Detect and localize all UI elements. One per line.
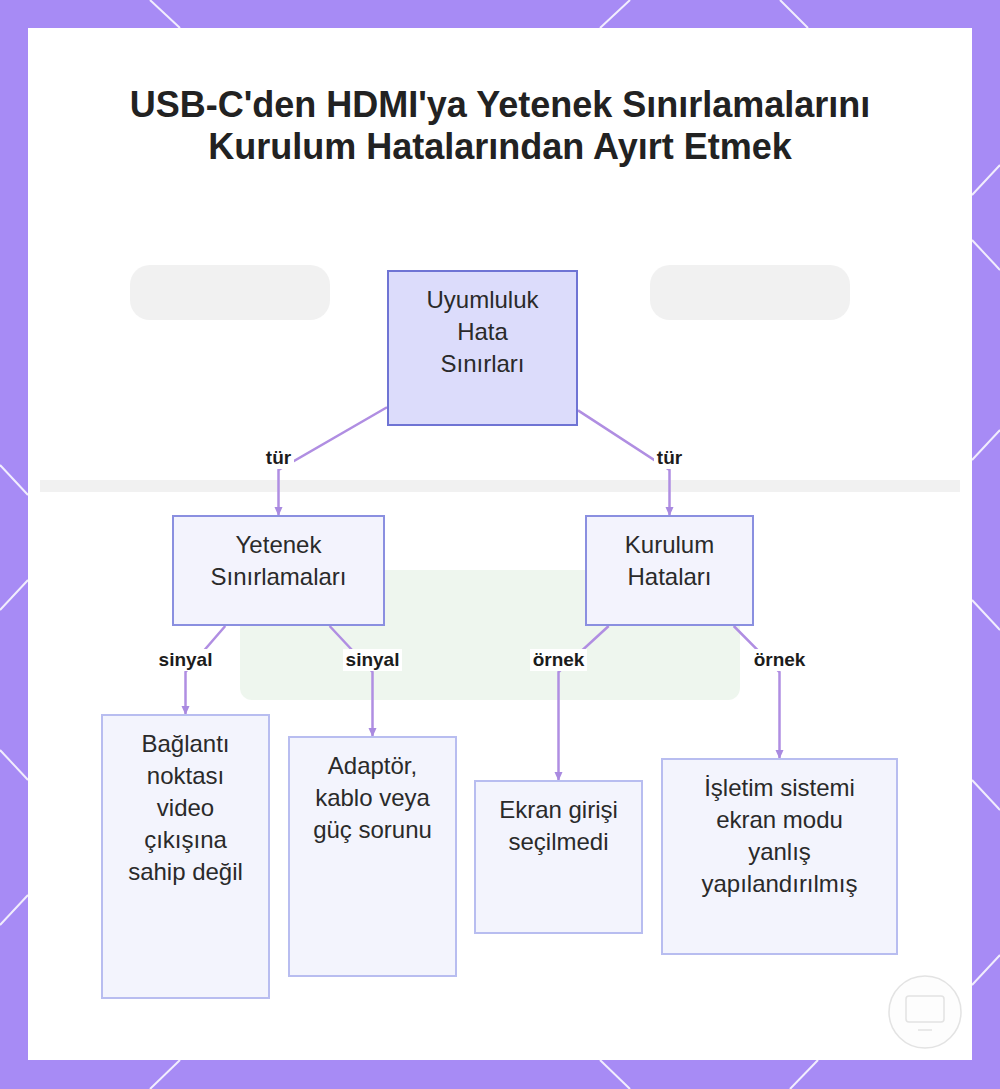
example-box: Adaptör, kablo veya güç sorunu xyxy=(288,736,457,977)
edge-label: sinyal xyxy=(343,649,403,671)
box-text: Kurulum Hataları xyxy=(600,529,740,593)
diagram-title: USB-C'den HDMI'ya Yetenek Sınırlamaların… xyxy=(120,84,880,168)
category-box: Yetenek Sınırlamaları xyxy=(172,515,385,626)
edge-label: örnek xyxy=(530,649,588,671)
box-text: Uyumluluk Hata Sınırları xyxy=(413,284,553,380)
edge-label: tür xyxy=(654,447,685,469)
edge-label: tür xyxy=(263,447,294,469)
example-box: İşletim sistemi ekran modu yanlış yapıla… xyxy=(661,758,898,955)
connector xyxy=(330,626,373,736)
edge-label: sinyal xyxy=(156,649,216,671)
box-text: İşletim sistemi ekran modu yanlış yapıla… xyxy=(685,772,875,900)
example-box: Ekran girişi seçilmedi xyxy=(474,780,643,934)
category-box: Kurulum Hataları xyxy=(585,515,754,626)
box-text: Yetenek Sınırlamaları xyxy=(189,529,369,593)
root-box: Uyumluluk Hata Sınırları xyxy=(387,270,578,426)
connector xyxy=(279,407,388,515)
box-text: Bağlantı noktası video çıkışına sahip de… xyxy=(126,728,246,888)
box-text: Ekran girişi seçilmedi xyxy=(499,794,619,858)
example-box: Bağlantı noktası video çıkışına sahip de… xyxy=(101,714,270,999)
connector xyxy=(734,626,780,758)
box-text: Adaptör, kablo veya güç sorunu xyxy=(313,750,433,846)
edge-label: örnek xyxy=(751,649,809,671)
